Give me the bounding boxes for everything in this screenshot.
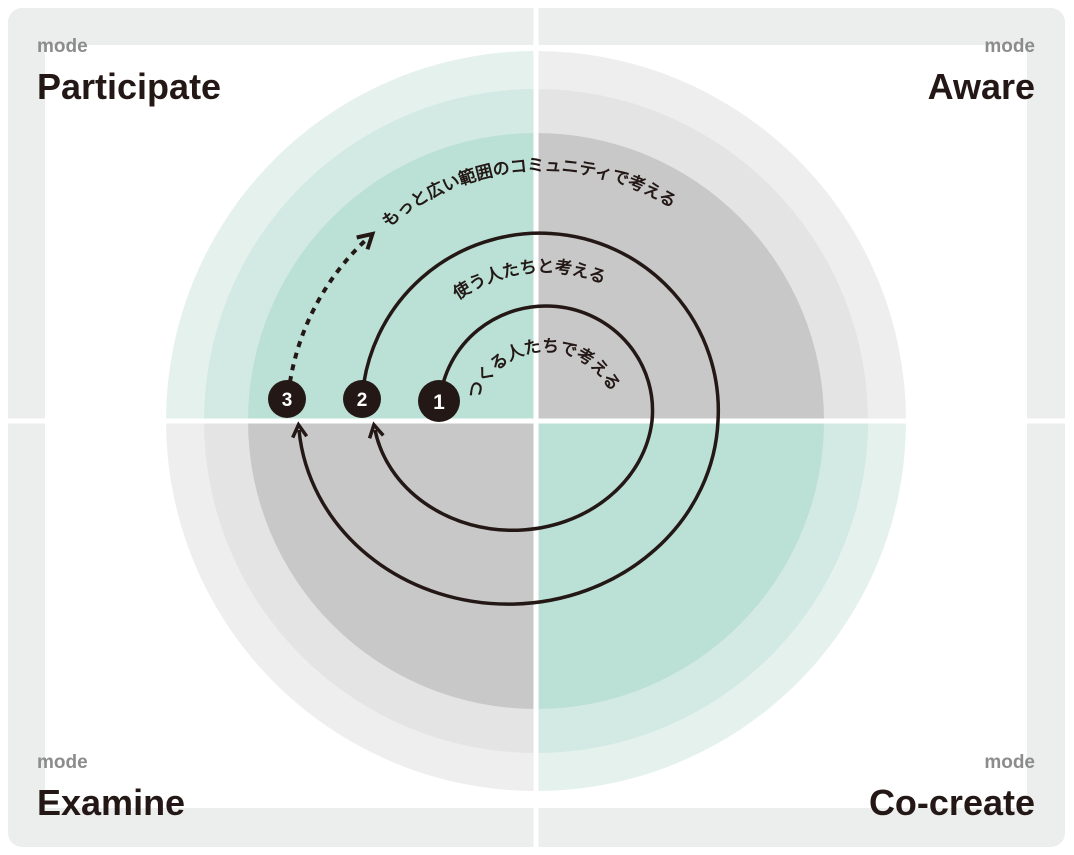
spiral-path-3-dotted (288, 231, 376, 383)
quadrant-cocreate-rings (536, 421, 906, 791)
svg-text:1: 1 (433, 391, 445, 414)
cocreate-mode-label: mode (984, 752, 1035, 773)
examine-title: Examine (37, 782, 186, 823)
svg-text:3: 3 (282, 390, 293, 411)
svg-text:2: 2 (357, 390, 368, 411)
step-1-badge: 1 (418, 380, 460, 422)
examine-mode-label: mode (37, 752, 88, 773)
cocreate-title: Co-create (868, 782, 1035, 823)
quadrant-participate-rings (166, 51, 536, 421)
participate-mode-label: mode (37, 36, 88, 57)
quadrant-aware-rings (536, 51, 906, 421)
participate-title: Participate (37, 66, 222, 107)
step-3-badge: 3 (268, 380, 306, 418)
spiral-path-1 (367, 304, 655, 533)
aware-title: Aware (927, 66, 1035, 107)
step-2-badge: 2 (343, 380, 381, 418)
aware-mode-label: mode (984, 36, 1035, 57)
spiral-path-2 (291, 231, 721, 606)
